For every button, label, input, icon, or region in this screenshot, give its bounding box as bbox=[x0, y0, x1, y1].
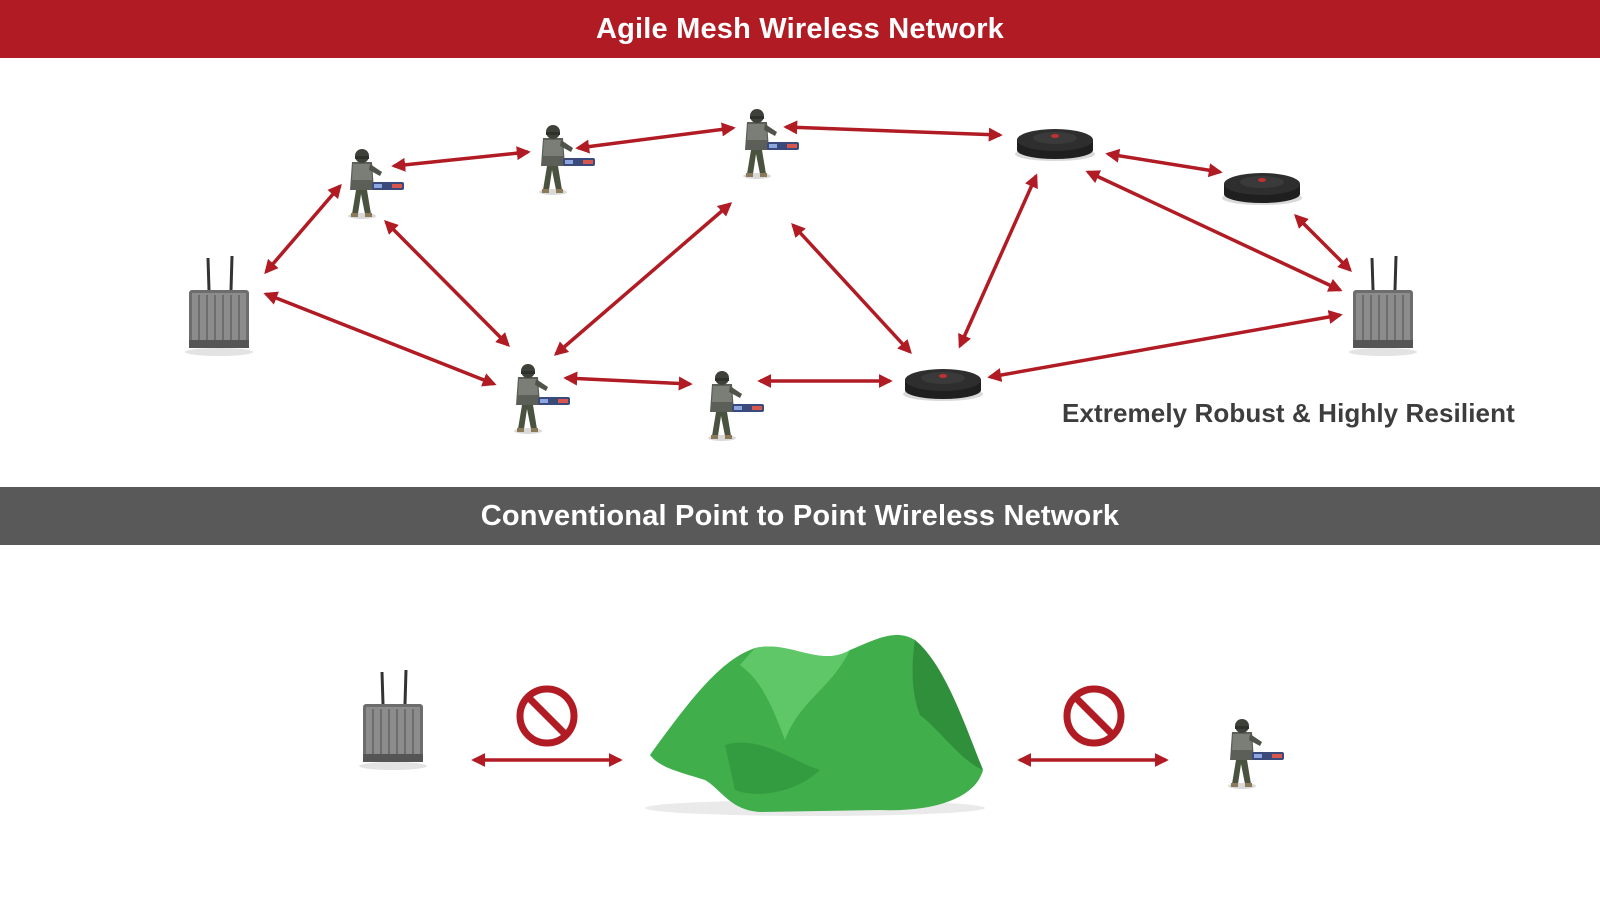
mesh-link bbox=[391, 146, 531, 172]
mesh-link bbox=[384, 220, 510, 347]
radio-base-station-icon bbox=[357, 668, 429, 772]
soldier-icon bbox=[348, 149, 404, 219]
no-signal-icon bbox=[520, 689, 574, 743]
no-signal-icon bbox=[1067, 689, 1121, 743]
mesh-section-title-text: Agile Mesh Wireless Network bbox=[595, 12, 1005, 45]
puck-node-icon bbox=[903, 369, 983, 401]
mesh-link bbox=[783, 120, 1003, 142]
mesh-section-title: Agile Mesh Wireless Network bbox=[0, 0, 1600, 58]
mesh-link bbox=[1085, 170, 1343, 292]
hill-obstacle-icon bbox=[645, 634, 985, 816]
p2p-section-title-text: Conventional Point to Point Wireless Net… bbox=[480, 499, 1120, 532]
mesh-link bbox=[987, 310, 1343, 382]
mesh-links bbox=[263, 120, 1352, 391]
mesh-link bbox=[1105, 148, 1223, 178]
mesh-link bbox=[563, 371, 693, 391]
soldier-icon bbox=[514, 364, 570, 434]
soldier-icon bbox=[1228, 719, 1284, 789]
mesh-link bbox=[958, 173, 1038, 349]
soldier-icon bbox=[708, 371, 764, 441]
puck-node-icon bbox=[1015, 129, 1095, 161]
tagline: Extremely Robust & Highly Resilient bbox=[1062, 398, 1515, 428]
p2p-section-title: Conventional Point to Point Wireless Net… bbox=[0, 487, 1600, 545]
soldier-icon bbox=[539, 125, 595, 195]
mesh-link bbox=[791, 222, 912, 355]
mesh-link bbox=[575, 122, 736, 154]
radio-base-station-icon bbox=[1347, 254, 1419, 358]
mesh-link bbox=[1294, 214, 1352, 272]
mesh-link bbox=[263, 291, 497, 387]
radio-base-station-icon bbox=[183, 254, 255, 358]
soldier-icon bbox=[743, 109, 799, 179]
mesh-link bbox=[264, 183, 342, 275]
puck-node-icon bbox=[1222, 173, 1302, 205]
mesh-link bbox=[553, 202, 733, 356]
